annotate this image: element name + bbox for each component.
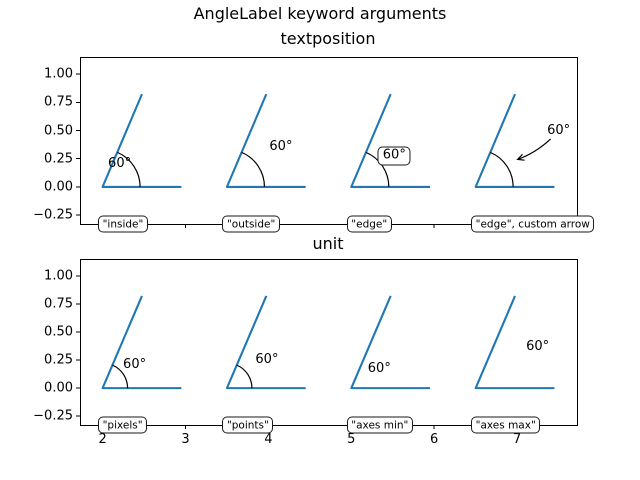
y-tick-label: 0.75 xyxy=(44,94,73,110)
y-tick-label: 0.25 xyxy=(44,151,73,167)
angle-lines xyxy=(350,295,431,390)
x-tick-label: 7 xyxy=(512,432,522,447)
y-tick-label: 0.25 xyxy=(44,352,73,368)
caption-box: "edge", custom arrow xyxy=(471,215,595,233)
y-tick-label: −0.25 xyxy=(33,207,73,223)
angle-arc xyxy=(365,151,390,187)
x-tick-label: 6 xyxy=(430,432,439,447)
angle-label: 60° xyxy=(108,155,132,171)
caption-box: "inside" xyxy=(98,215,148,233)
axes-frame xyxy=(80,57,578,225)
angle-arc xyxy=(112,364,129,389)
y-tick-label: 0.00 xyxy=(44,179,73,195)
caption-box: "edge" xyxy=(346,215,392,233)
figure-suptitle: AngleLabel keyword arguments xyxy=(193,4,447,23)
angle-label: 60° xyxy=(547,122,571,138)
caption-box: "outside" xyxy=(222,215,280,233)
angle-lines xyxy=(474,295,555,390)
axes-frame xyxy=(80,259,578,426)
angle-label: 60° xyxy=(255,352,279,368)
angle-arc xyxy=(241,151,266,187)
subplot-title-textposition: textposition xyxy=(280,29,376,48)
angle-label: 60° xyxy=(123,357,147,373)
y-tick-label: 0.50 xyxy=(44,123,73,139)
y-tick-label: −0.25 xyxy=(33,408,73,424)
angle-label: 60° xyxy=(526,339,550,355)
y-tick-label: 0.00 xyxy=(44,380,73,396)
angle-arc xyxy=(490,151,514,187)
angle-label: 60° xyxy=(367,361,391,377)
angle-lines xyxy=(101,93,182,188)
angle-lines xyxy=(225,93,306,188)
y-tick-label: 0.75 xyxy=(44,296,73,312)
x-tick-label: 5 xyxy=(347,432,356,447)
angle-arc xyxy=(117,151,141,187)
x-tick-label: 2 xyxy=(98,432,107,447)
angle-lines xyxy=(350,93,431,188)
angle-lines xyxy=(225,295,306,390)
angle-label: 60° xyxy=(269,138,293,154)
y-tick-label: 1.00 xyxy=(44,66,73,82)
x-tick-label: 4 xyxy=(264,432,273,447)
annotation-arrow xyxy=(517,138,552,160)
caption-box: "points" xyxy=(222,416,274,434)
subplot-title-unit: unit xyxy=(312,234,344,253)
y-tick-label: 0.50 xyxy=(44,324,73,340)
y-tick-label: 1.00 xyxy=(44,268,73,284)
caption-box: "axes min" xyxy=(346,416,413,434)
angle-arc xyxy=(236,364,253,389)
caption-box: "axes max" xyxy=(471,416,541,434)
arrow-head-icon xyxy=(516,153,525,161)
x-tick-label: 3 xyxy=(181,432,190,447)
caption-box: "pixels" xyxy=(98,416,148,434)
angle-lines xyxy=(101,295,182,390)
angle-label: 60° xyxy=(377,146,411,166)
angle-lines xyxy=(474,93,555,188)
